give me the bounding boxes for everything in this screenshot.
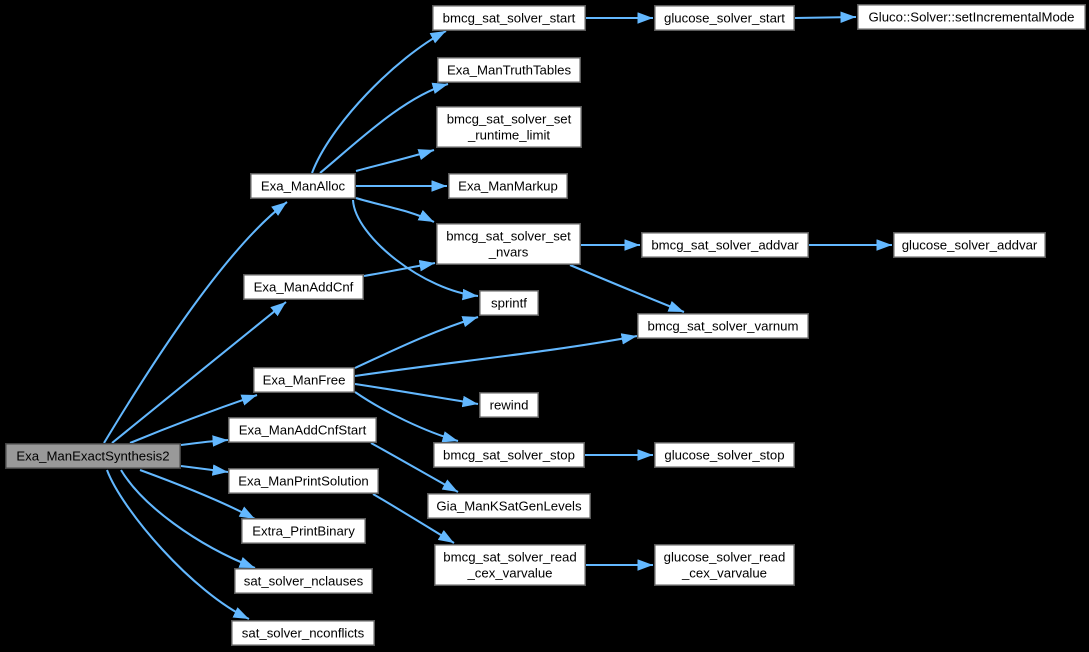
svg-text:glucose_solver_read: glucose_solver_read bbox=[664, 550, 786, 565]
svg-text:glucose_solver_start: glucose_solver_start bbox=[664, 11, 785, 26]
svg-text:sat_solver_nclauses: sat_solver_nclauses bbox=[244, 574, 364, 589]
svg-text:sat_solver_nconflicts: sat_solver_nconflicts bbox=[242, 626, 365, 641]
svg-text:Exa_ManMarkup: Exa_ManMarkup bbox=[458, 179, 558, 194]
svg-text:_runtime_limit: _runtime_limit bbox=[467, 128, 550, 143]
svg-text:bmcg_sat_solver_addvar: bmcg_sat_solver_addvar bbox=[651, 238, 799, 253]
svg-text:Exa_ManAddCnfStart: Exa_ManAddCnfStart bbox=[239, 423, 367, 438]
svg-text:Exa_ManPrintSolution: Exa_ManPrintSolution bbox=[238, 474, 368, 489]
svg-text:glucose_solver_addvar: glucose_solver_addvar bbox=[902, 238, 1038, 253]
svg-text:Exa_ManFree: Exa_ManFree bbox=[263, 373, 346, 388]
svg-text:glucose_solver_stop: glucose_solver_stop bbox=[664, 448, 784, 463]
svg-text:bmcg_sat_solver_varnum: bmcg_sat_solver_varnum bbox=[648, 319, 799, 334]
svg-text:Gia_ManKSatGenLevels: Gia_ManKSatGenLevels bbox=[436, 499, 582, 514]
svg-text:bmcg_sat_solver_set: bmcg_sat_solver_set bbox=[446, 229, 571, 244]
svg-text:Gluco::Solver::setIncrementalM: Gluco::Solver::setIncrementalMode bbox=[869, 10, 1075, 25]
svg-text:Exa_ManExactSynthesis2: Exa_ManExactSynthesis2 bbox=[16, 449, 169, 464]
svg-text:_cex_varvalue: _cex_varvalue bbox=[681, 566, 767, 581]
svg-text:rewind: rewind bbox=[490, 398, 529, 413]
svg-text:Exa_ManTruthTables: Exa_ManTruthTables bbox=[447, 63, 572, 78]
svg-text:Extra_PrintBinary: Extra_PrintBinary bbox=[252, 524, 355, 539]
svg-text:bmcg_sat_solver_set: bmcg_sat_solver_set bbox=[447, 112, 572, 127]
svg-text:_nvars: _nvars bbox=[488, 245, 529, 260]
svg-text:bmcg_sat_solver_read: bmcg_sat_solver_read bbox=[443, 550, 576, 565]
svg-text:Exa_ManAlloc: Exa_ManAlloc bbox=[261, 179, 346, 194]
svg-text:bmcg_sat_solver_start: bmcg_sat_solver_start bbox=[443, 11, 576, 26]
svg-text:sprintf: sprintf bbox=[491, 296, 527, 311]
svg-text:bmcg_sat_solver_stop: bmcg_sat_solver_stop bbox=[443, 448, 575, 463]
svg-text:_cex_varvalue: _cex_varvalue bbox=[466, 566, 552, 581]
svg-text:Exa_ManAddCnf: Exa_ManAddCnf bbox=[254, 280, 354, 295]
